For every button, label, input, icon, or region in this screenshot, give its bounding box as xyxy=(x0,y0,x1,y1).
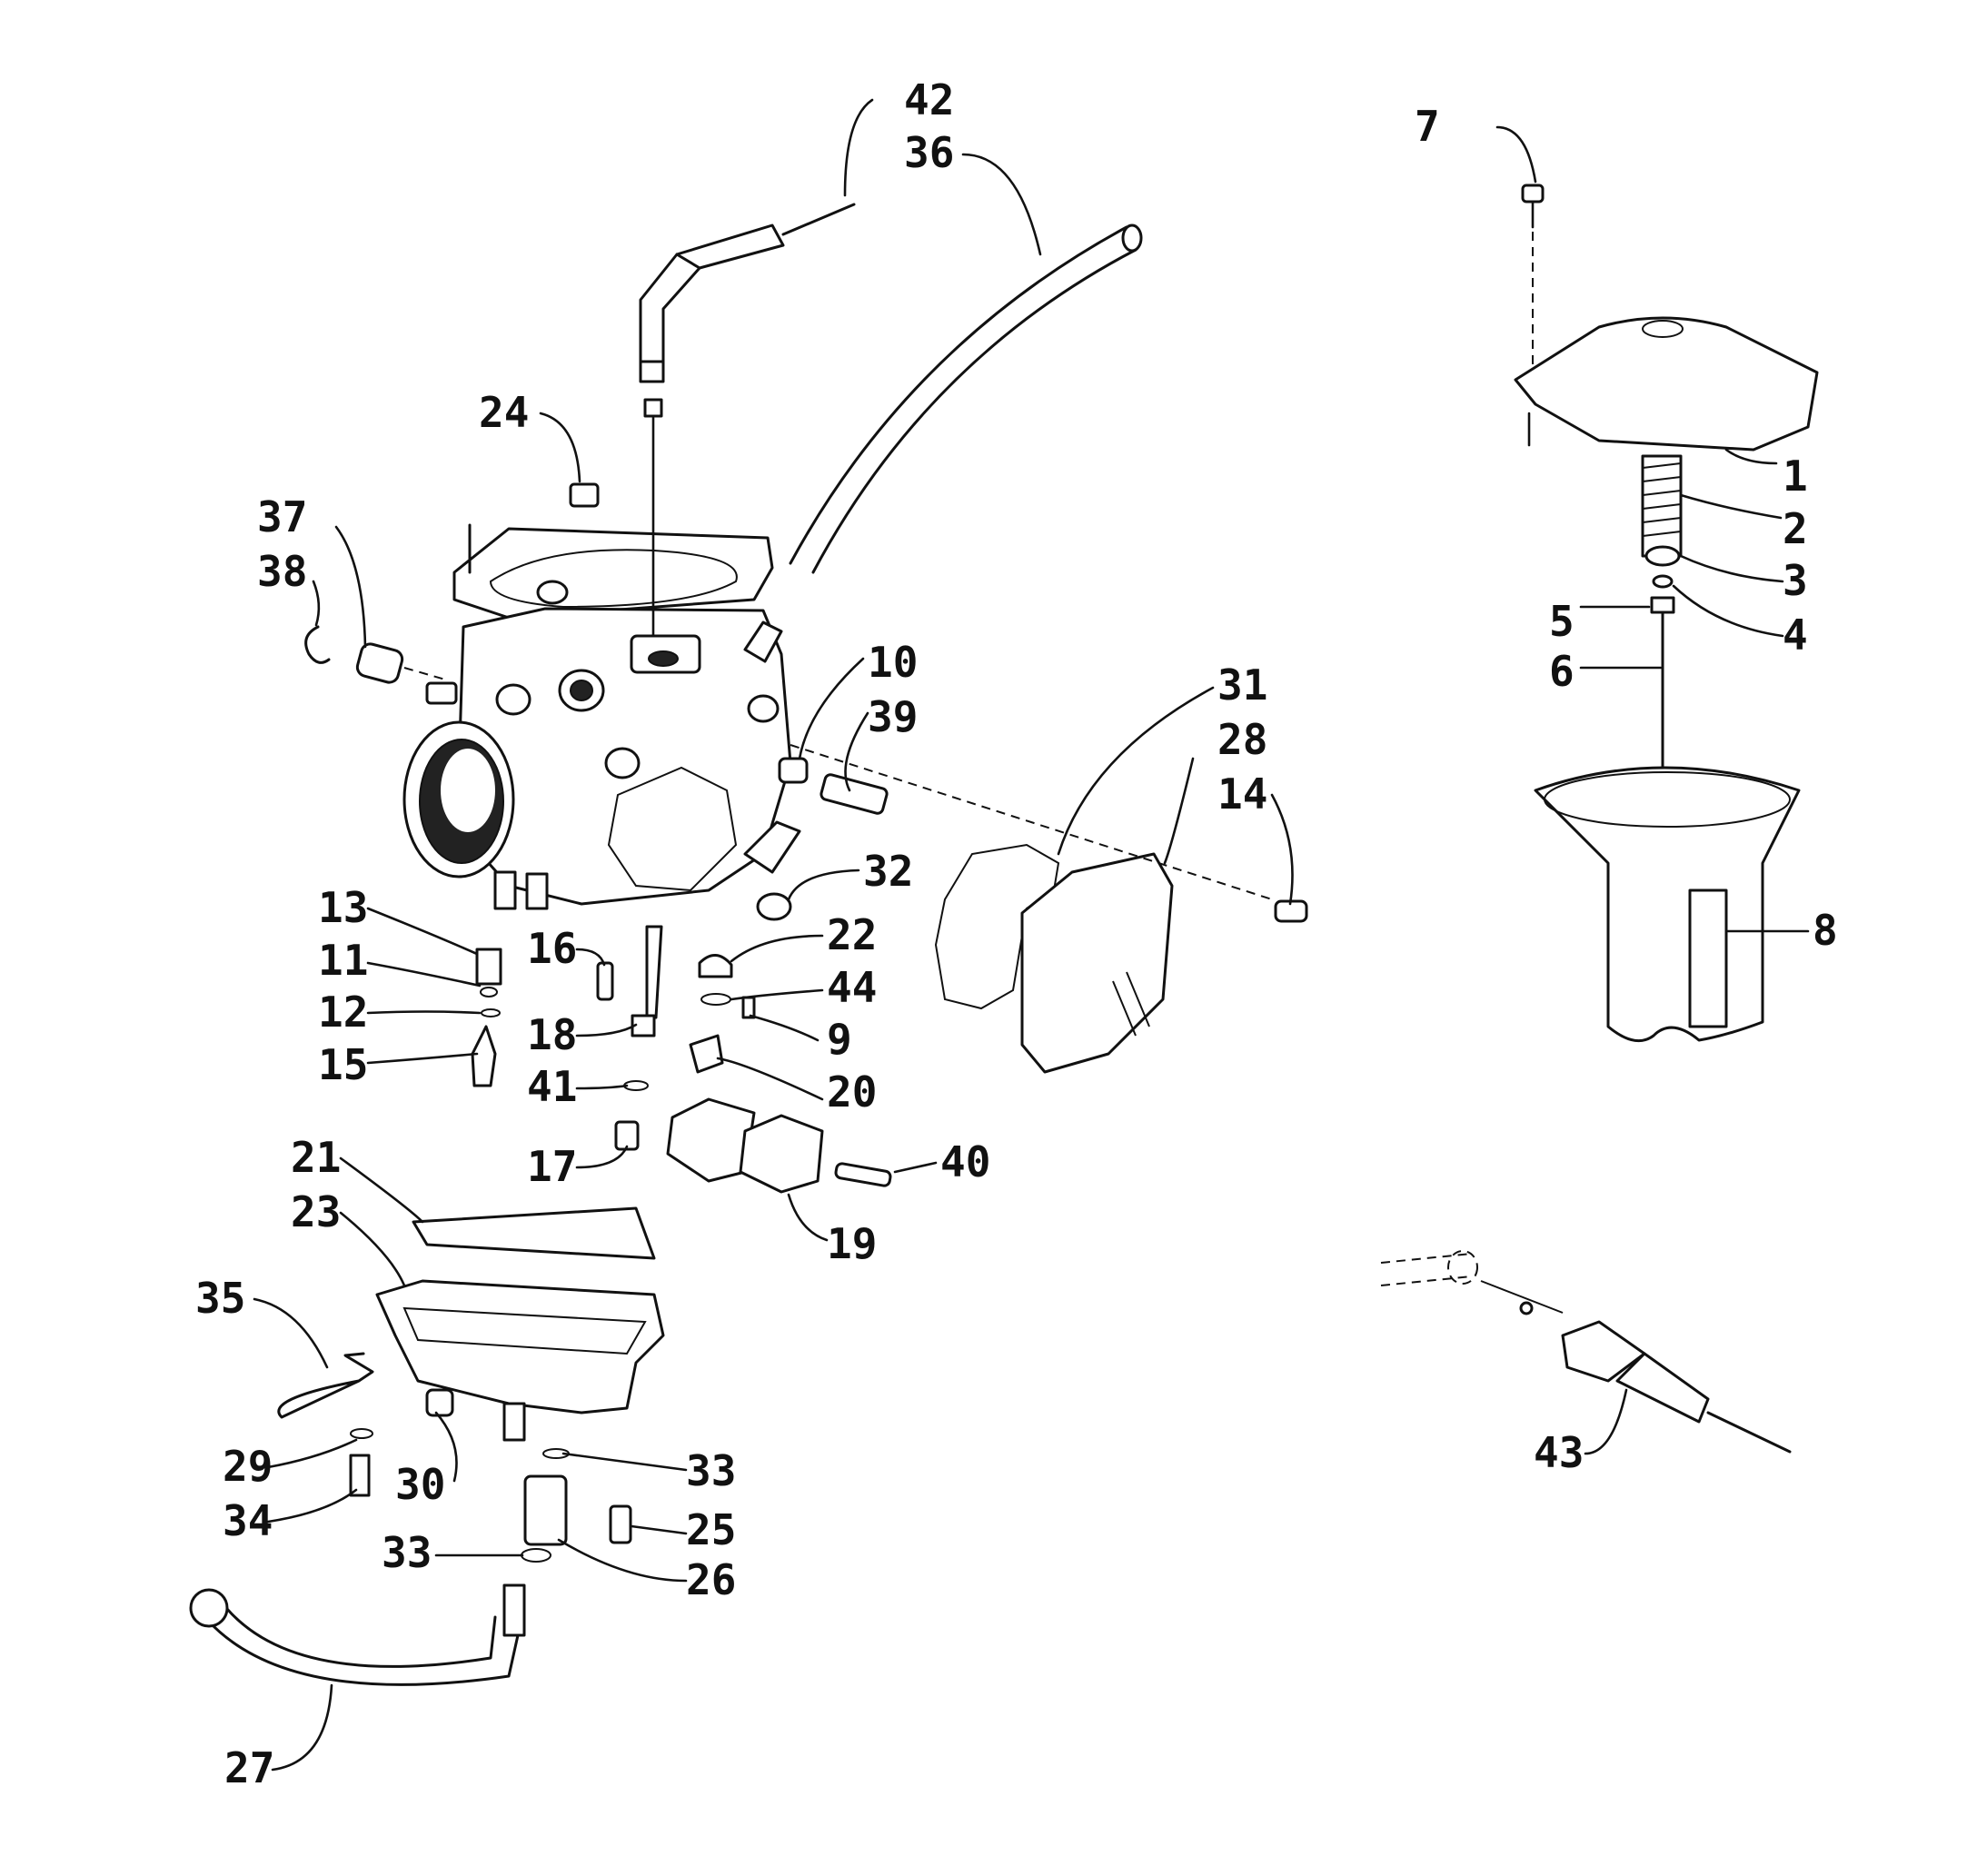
plug-24 xyxy=(569,482,600,508)
callout-20: 20 xyxy=(827,1067,877,1117)
callout-33-b: 33 xyxy=(382,1528,432,1577)
callout-40: 40 xyxy=(940,1137,990,1186)
callout-30: 30 xyxy=(395,1460,445,1509)
callout-23: 23 xyxy=(291,1187,341,1236)
cover-axis xyxy=(790,744,1273,900)
callout-38: 38 xyxy=(257,547,307,596)
callout-8: 8 xyxy=(1813,906,1838,955)
callout-7: 7 xyxy=(1415,102,1440,151)
callout-31: 31 xyxy=(1217,660,1267,710)
callout-43: 43 xyxy=(1534,1428,1584,1477)
callout-35: 35 xyxy=(195,1274,245,1323)
callout-10: 10 xyxy=(868,638,918,687)
callout-6: 6 xyxy=(1549,647,1575,696)
callout-11: 11 xyxy=(318,936,368,985)
side-cover xyxy=(934,843,1174,1074)
callout-13: 13 xyxy=(318,883,368,932)
callout-4: 4 xyxy=(1783,610,1808,660)
callout-labels: 42 36 7 24 37 38 1 2 3 4 5 6 10 39 31 28… xyxy=(195,75,1838,1792)
callout-5: 5 xyxy=(1549,597,1575,646)
throttle-cable-elbow xyxy=(639,203,856,638)
callout-41: 41 xyxy=(527,1062,577,1111)
callout-26: 26 xyxy=(686,1555,736,1604)
float-assembly xyxy=(666,1097,892,1194)
callout-28: 28 xyxy=(1217,715,1267,764)
callout-17: 17 xyxy=(527,1142,577,1191)
callout-18: 18 xyxy=(527,1010,577,1059)
callout-12: 12 xyxy=(318,988,368,1037)
callout-2: 2 xyxy=(1783,504,1808,553)
callout-29: 29 xyxy=(223,1442,273,1491)
carburetor-body xyxy=(402,523,801,910)
choke-cable-43 xyxy=(1380,1250,1792,1454)
callout-21: 21 xyxy=(291,1133,341,1182)
cap-32 xyxy=(756,892,792,921)
diaphragm-assembly xyxy=(1514,184,1819,1043)
callout-44: 44 xyxy=(827,963,877,1012)
spring-39 xyxy=(820,773,889,815)
callout-22: 22 xyxy=(827,910,877,959)
screw-10 xyxy=(778,757,809,784)
callout-16: 16 xyxy=(527,924,577,973)
vent-hose xyxy=(789,223,1143,574)
callout-34: 34 xyxy=(223,1496,273,1545)
callout-1: 1 xyxy=(1783,452,1808,501)
callout-32: 32 xyxy=(863,847,913,896)
callout-37: 37 xyxy=(257,492,307,541)
callout-33-a: 33 xyxy=(686,1446,736,1495)
callout-27: 27 xyxy=(224,1743,274,1792)
callout-24: 24 xyxy=(479,388,529,437)
callout-9: 9 xyxy=(827,1015,852,1064)
callout-15: 15 xyxy=(318,1040,368,1089)
callout-14: 14 xyxy=(1217,769,1267,819)
gasket-21 xyxy=(412,1206,656,1260)
float-bowl-23 xyxy=(375,1279,665,1442)
leader-lines xyxy=(253,98,1810,1772)
fuel-hose-27 xyxy=(189,1583,526,1686)
callout-3: 3 xyxy=(1783,556,1808,605)
callout-25: 25 xyxy=(686,1505,736,1554)
callout-19: 19 xyxy=(827,1219,877,1268)
bowl-hardware xyxy=(277,1352,632,1563)
callout-42: 42 xyxy=(904,75,954,124)
jet-parts xyxy=(471,925,756,1151)
callout-36: 36 xyxy=(904,128,954,177)
cap-and-clamp xyxy=(304,625,446,684)
callout-39: 39 xyxy=(868,692,918,741)
